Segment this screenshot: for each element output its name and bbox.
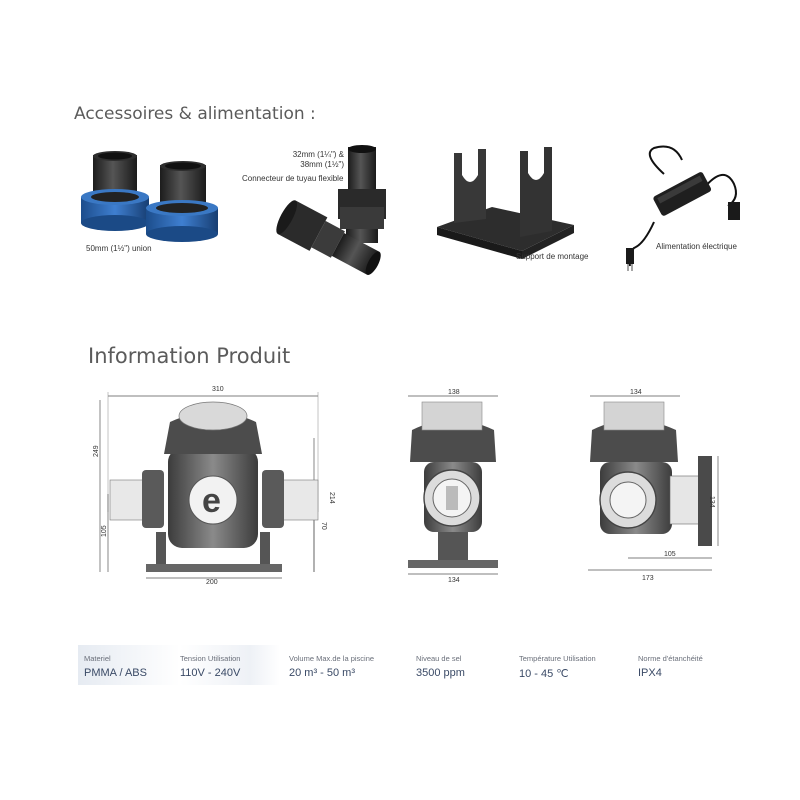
side-dim-top: 138: [448, 389, 460, 396]
side2-dim-top: 134: [630, 389, 642, 396]
spec-value: 20 m³ - 50 m³: [289, 667, 356, 679]
dim-outlet-height: 70: [320, 522, 327, 530]
spec-salt-level: Niveau de sel 3500 ppm: [416, 645, 506, 685]
spec-value: PMMA / ABS: [84, 667, 147, 679]
front-view-drawing: 310 249 105 214 70 200 e: [93, 386, 335, 586]
union-caption: 50mm (1½") union: [86, 244, 152, 253]
dim-base-width: 200: [206, 579, 218, 586]
spec-pool-volume: Volume Max.de la piscine 20 m³ - 50 m³: [289, 645, 409, 685]
connector-size-line1: 32mm (1¼") &: [292, 150, 344, 159]
dim-inlet-height: 105: [101, 525, 108, 537]
side-view-2-drawing: 134 134 105 173: [588, 389, 719, 582]
power-supply-image: [626, 145, 740, 271]
spec-material: Materiel PMMA / ABS: [78, 645, 180, 685]
spec-label: Materiel: [84, 654, 111, 663]
mount-caption: Support de montage: [516, 252, 589, 261]
spec-value: 110V - 240V: [180, 667, 241, 679]
dim-right-height: 214: [328, 492, 335, 504]
spec-temperature: Température Utilisation 10 - 45 ℃: [519, 645, 629, 685]
accessories-title: Accessoires & alimentation :: [74, 104, 316, 124]
side2-dim-outlet: 105: [664, 551, 676, 558]
dim-width: 310: [212, 386, 224, 393]
side2-dim-flange: 134: [708, 496, 715, 508]
svg-text:e: e: [202, 482, 221, 520]
spec-label: Volume Max.de la piscine: [289, 654, 375, 663]
mounting-support-image: [437, 147, 574, 259]
spec-label: Norme d'étanchéité: [638, 654, 703, 663]
union-connectors-image: [81, 151, 218, 242]
dim-height: 249: [93, 445, 100, 457]
hose-connectors-image: [276, 145, 386, 275]
spec-label: Tension Utilisation: [180, 654, 241, 663]
spec-value: 3500 ppm: [416, 667, 465, 679]
spec-value: 10 - 45 ℃: [519, 668, 569, 680]
side2-dim-total: 173: [642, 575, 654, 582]
spec-label: Température Utilisation: [519, 654, 596, 663]
spec-waterproof: Norme d'étanchéité IPX4: [638, 645, 728, 685]
spec-voltage: Tension Utilisation 110V - 240V: [180, 645, 280, 685]
spec-label: Niveau de sel: [416, 654, 462, 663]
side-view-drawing: 138 134: [408, 389, 498, 584]
product-info-title: Information Produit: [88, 344, 291, 368]
side-dim-base: 134: [448, 577, 460, 584]
connector-caption: Connecteur de tuyau flexible: [242, 174, 344, 183]
power-caption: Alimentation électrique: [656, 242, 737, 251]
connector-size-line2: 38mm (1½"): [300, 160, 344, 169]
spec-value: IPX4: [638, 667, 662, 679]
